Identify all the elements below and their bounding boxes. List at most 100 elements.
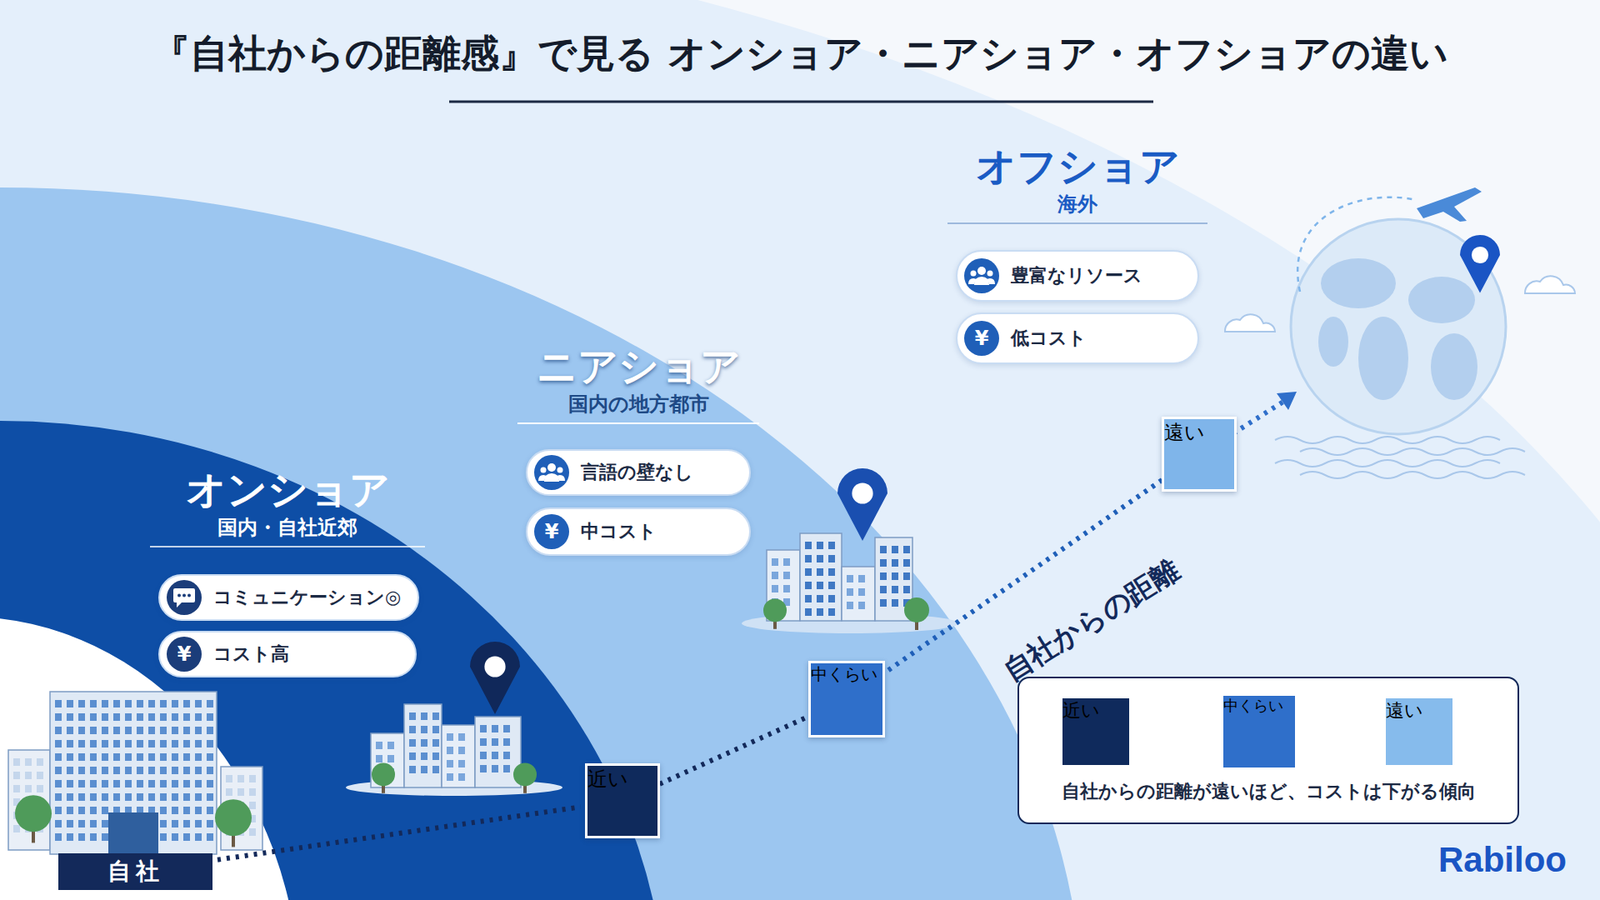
window bbox=[183, 780, 190, 788]
window bbox=[249, 788, 256, 796]
window bbox=[816, 608, 824, 616]
zone-title: オンショア bbox=[150, 466, 425, 513]
window bbox=[55, 753, 62, 761]
window bbox=[805, 568, 812, 576]
window bbox=[55, 780, 62, 788]
arrow-to-globe-head bbox=[1276, 391, 1297, 410]
window bbox=[183, 700, 190, 708]
zone-subtitle: 国内・自社近郊 bbox=[150, 515, 425, 548]
window bbox=[420, 752, 428, 760]
window bbox=[148, 793, 155, 801]
window bbox=[36, 758, 44, 766]
feature-pill: 言語の壁なし bbox=[525, 449, 751, 496]
window bbox=[171, 766, 179, 775]
tree bbox=[904, 597, 930, 623]
zone-title: オフショア bbox=[947, 143, 1208, 190]
window bbox=[206, 713, 214, 721]
window bbox=[171, 700, 179, 708]
window bbox=[195, 766, 202, 775]
window bbox=[903, 545, 910, 554]
window bbox=[420, 712, 428, 720]
continent bbox=[1318, 316, 1349, 367]
wave bbox=[1300, 448, 1525, 455]
window bbox=[78, 820, 85, 828]
window bbox=[101, 740, 109, 748]
pill-icon bbox=[964, 258, 1000, 294]
window bbox=[783, 585, 790, 593]
window bbox=[183, 740, 190, 748]
window bbox=[136, 793, 144, 801]
window bbox=[206, 700, 214, 708]
window bbox=[491, 751, 499, 760]
window bbox=[148, 780, 155, 788]
window bbox=[891, 599, 899, 607]
window bbox=[90, 713, 97, 721]
window bbox=[113, 713, 120, 721]
title: 『自社からの距離感』で見る オンショア・ニアショア・オフショアの違い bbox=[0, 28, 1600, 80]
window bbox=[446, 773, 454, 781]
window bbox=[771, 585, 779, 593]
window bbox=[828, 581, 835, 590]
window bbox=[148, 713, 155, 721]
window bbox=[828, 555, 835, 563]
window bbox=[13, 825, 20, 833]
window bbox=[420, 725, 428, 734]
window bbox=[846, 575, 854, 583]
window bbox=[249, 801, 256, 810]
window bbox=[171, 713, 179, 721]
window bbox=[66, 726, 74, 735]
arrow-to-globe bbox=[1233, 401, 1284, 434]
window bbox=[783, 558, 790, 566]
window bbox=[491, 765, 499, 773]
flight-path bbox=[1297, 197, 1417, 292]
feature-pill: ¥低コスト bbox=[955, 312, 1200, 365]
window bbox=[880, 545, 887, 554]
window bbox=[101, 820, 109, 828]
pin-dot bbox=[1471, 246, 1489, 264]
nearshore-city bbox=[741, 468, 959, 634]
feature-pill: コミュニケーション◎ bbox=[158, 574, 420, 621]
window bbox=[183, 753, 190, 761]
window bbox=[880, 599, 887, 607]
window bbox=[387, 741, 395, 750]
window bbox=[828, 595, 835, 603]
window bbox=[225, 788, 233, 796]
window bbox=[136, 700, 144, 708]
window bbox=[171, 793, 179, 801]
distance-circle: 近い bbox=[585, 763, 660, 839]
window bbox=[206, 780, 214, 788]
window bbox=[480, 738, 487, 746]
window bbox=[55, 713, 62, 721]
window bbox=[206, 766, 214, 775]
continent bbox=[1358, 316, 1409, 400]
window bbox=[66, 780, 74, 788]
window bbox=[183, 793, 190, 801]
home-area bbox=[0, 616, 300, 900]
window bbox=[25, 785, 32, 793]
window bbox=[101, 726, 109, 735]
window bbox=[491, 725, 499, 733]
window bbox=[458, 733, 465, 741]
window bbox=[880, 572, 887, 580]
window bbox=[846, 588, 854, 596]
window bbox=[503, 725, 510, 733]
window bbox=[160, 753, 167, 761]
window bbox=[195, 806, 202, 815]
window bbox=[805, 541, 812, 550]
window bbox=[903, 559, 910, 567]
window bbox=[816, 581, 824, 590]
window bbox=[409, 739, 416, 747]
window bbox=[136, 753, 144, 761]
window bbox=[432, 739, 440, 747]
window bbox=[55, 740, 62, 748]
zone-title: ニアショア bbox=[517, 343, 760, 390]
window bbox=[66, 793, 74, 801]
dotted-connector bbox=[660, 716, 810, 785]
window bbox=[206, 753, 214, 761]
window bbox=[113, 766, 120, 775]
window bbox=[503, 751, 510, 760]
note-panel: 自社からの距離が遠いほど、コストは下がる傾向近い中くらい遠い bbox=[1017, 676, 1520, 825]
distance-circle: 遠い bbox=[1385, 698, 1453, 765]
pin-dot bbox=[484, 655, 505, 677]
window bbox=[78, 780, 85, 788]
